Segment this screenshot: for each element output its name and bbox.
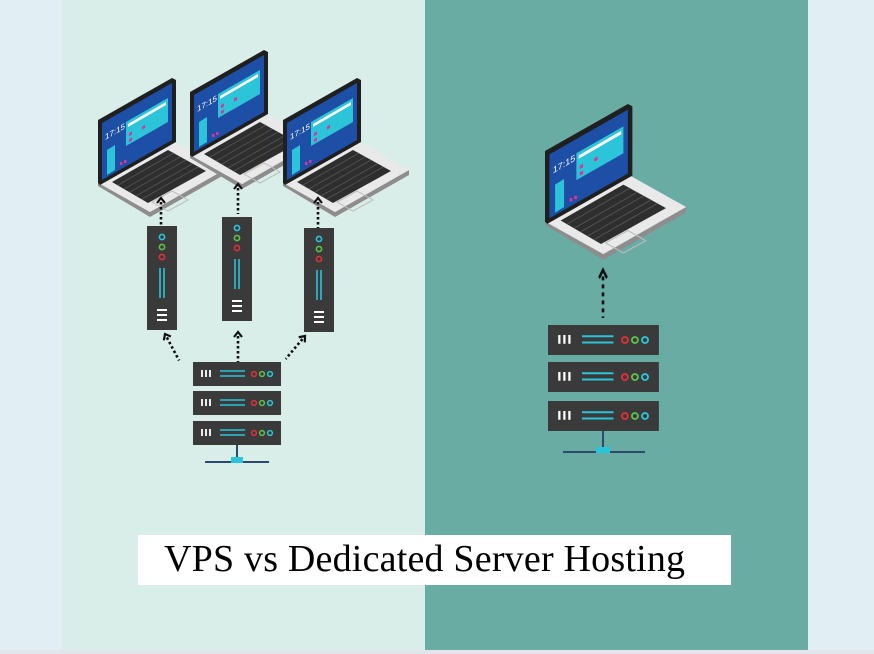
arrow-up-icon [155,196,167,230]
arrow-up-icon [232,330,244,364]
page-title: VPS vs Dedicated Server Hosting [164,538,686,580]
arrow-up-icon [160,330,184,364]
virtual-server-tower [221,216,253,322]
dedicated-laptop [544,103,687,261]
shared-server-rack [192,361,282,463]
arrow-up-icon [599,270,607,318]
title-banner: VPS vs Dedicated Server Hosting [138,535,731,585]
dedicated-server-rack [546,323,661,453]
bottom-strip [0,650,874,654]
arrow-up-icon [281,332,310,363]
arrow-up-icon [232,182,244,216]
virtual-server-tower [303,227,335,333]
virtual-server-tower [146,225,178,331]
vps-laptop-right [282,77,410,218]
arrow-up-icon [312,196,324,230]
